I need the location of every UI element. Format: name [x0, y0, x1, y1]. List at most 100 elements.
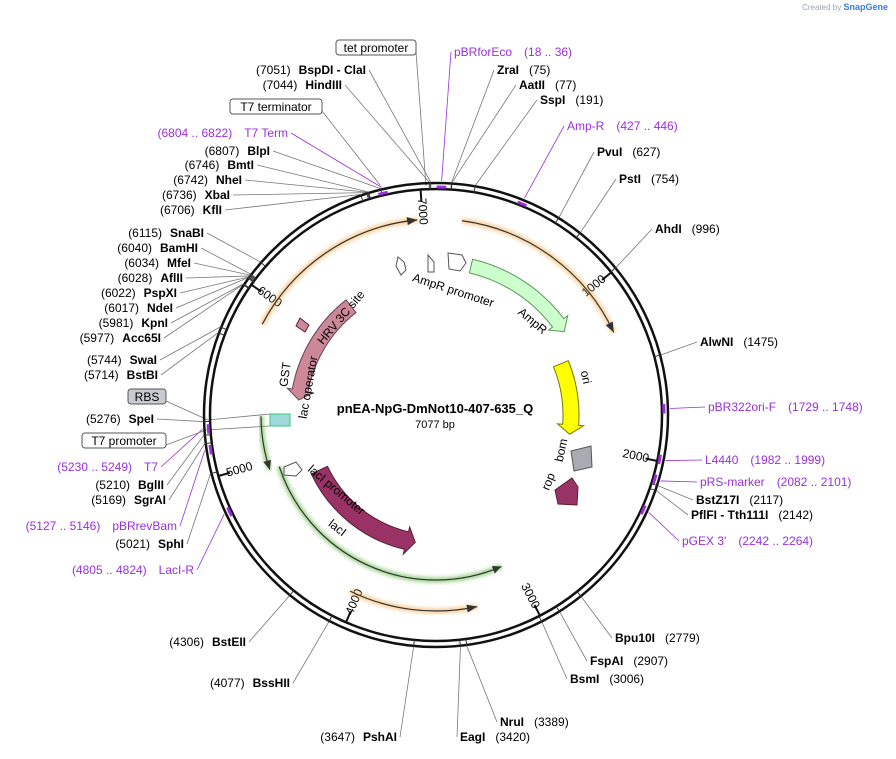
enzyme-position: (1475)	[743, 335, 778, 349]
enzyme-position: (5714)	[84, 368, 119, 382]
enzyme-position: (4077)	[210, 676, 245, 690]
tick-mark	[601, 271, 612, 281]
enzyme-position: (3420)	[495, 730, 530, 744]
enzyme-position: (7044)	[263, 78, 298, 92]
enzyme-position: (75)	[529, 63, 550, 77]
enzyme-label: AatII(77)	[519, 78, 576, 92]
lac-operator-box	[269, 413, 291, 427]
orf-arrow	[276, 465, 503, 583]
primer-mark	[206, 424, 211, 434]
primer-label: (4805 .. 4824) LacI-R	[72, 563, 194, 577]
primer-range: (4805 .. 4824)	[72, 563, 147, 577]
ampr-promoter-arrow	[447, 252, 467, 272]
enzyme-name: BstEII	[212, 635, 246, 649]
tick-label: 7000	[415, 198, 431, 226]
enzyme-label: (7044) HindIII	[263, 78, 342, 92]
enzyme-position: (77)	[555, 78, 576, 92]
enzyme-name: BmtI	[227, 158, 254, 172]
enzyme-name: NruI	[500, 715, 524, 729]
enzyme-label: PflFI - Tth111I (2142)	[691, 508, 813, 522]
primer-name: pBR322ori-F	[708, 400, 776, 414]
enzyme-label: NruI(3389)	[500, 715, 569, 729]
t7-terminator-label: T7 terminator	[240, 100, 311, 114]
enzyme-label: (6742)NheI	[173, 173, 242, 187]
enzyme-label: (6736)XbaI	[162, 188, 230, 202]
primer-name: pRS-marker	[700, 475, 765, 489]
primer-mark	[208, 444, 213, 455]
tick-mark	[345, 610, 352, 623]
enzyme-name: AflII	[160, 271, 183, 285]
enzyme-label: FspAI(2907)	[590, 654, 668, 668]
enzyme-label: (7051) BspDI - ClaI	[256, 63, 366, 77]
enzyme-label: AhdI(996)	[655, 222, 720, 236]
enzyme-position: (7051)	[256, 63, 291, 77]
enzyme-position: (5744)	[87, 353, 122, 367]
tick-mark	[533, 604, 541, 617]
enzyme-position: (2142)	[778, 508, 813, 522]
primer-name: L4440	[705, 453, 739, 467]
primer-name: pBRrevBam	[112, 519, 177, 533]
enzyme-label: (5169) SgrAI	[91, 493, 166, 507]
enzyme-name: PflFI - Tth111I	[691, 508, 768, 522]
primer-label: (6804 .. 6822)T7 Term	[157, 126, 288, 140]
enzyme-label: (6017)NdeI	[104, 301, 173, 315]
credit-prefix: Created by	[802, 3, 842, 12]
site-marks	[203, 182, 666, 647]
enzyme-label: (6040)BamHI	[117, 241, 198, 255]
enzyme-position: (5977)	[80, 331, 115, 345]
tick-label: 5000	[225, 459, 255, 480]
primer-range: (5127 .. 5146)	[26, 519, 101, 533]
primer-label: Amp-R(427 .. 446)	[567, 119, 678, 133]
enzyme-label: Bpu10I(2779)	[615, 631, 700, 645]
enzyme-name: ZraI	[497, 63, 519, 77]
enzyme-name: HindIII	[305, 78, 342, 92]
orf-arrows	[258, 216, 617, 614]
enzyme-name: SgrAI	[134, 493, 166, 507]
rbs-box: RBS	[127, 388, 167, 405]
enzyme-label: (5276)SpeI	[86, 412, 154, 426]
enzyme-label: (6022)PspXI	[101, 286, 177, 300]
hrv-site	[295, 317, 310, 333]
enzyme-position: (5210)	[95, 478, 130, 492]
t7-promoter-label: T7 promoter	[91, 434, 156, 448]
tick-mark	[645, 457, 658, 462]
enzyme-name: AlwNI	[700, 335, 733, 349]
enzyme-position: (5981)	[99, 316, 134, 330]
enzyme-name: BglII	[138, 478, 164, 492]
t7-promoter-box: T7 promoter	[81, 432, 167, 449]
gst-label: GST	[276, 361, 293, 388]
enzyme-label: BstZ17I(2117)	[696, 493, 783, 507]
snapgene-logo: SnapGene	[843, 2, 888, 12]
enzyme-label: (5977) Acc65I	[80, 331, 161, 345]
primer-label: pRS-marker(2082 .. 2101)	[700, 475, 851, 489]
enzyme-name: Acc65I	[122, 331, 161, 345]
laci-arrow	[310, 465, 416, 556]
enzyme-name: SpeI	[129, 412, 154, 426]
enzyme-position: (6742)	[173, 173, 208, 187]
enzyme-position: (996)	[692, 222, 720, 236]
ampr-arrow	[468, 258, 569, 333]
t7-terminator-box: T7 terminator	[229, 98, 323, 115]
primer-name: pGEX 3'	[682, 534, 726, 548]
enzyme-position: (5169)	[91, 493, 126, 507]
leader-lines	[156, 51, 706, 738]
primer-label: pGEX 3'(2242 .. 2264)	[682, 534, 813, 548]
promoter-small	[395, 256, 407, 276]
primer-name: pBRforEco	[454, 45, 512, 59]
rop-label: rop	[539, 471, 559, 493]
primer-mark	[651, 474, 658, 485]
enzyme-label: (5744)SwaI	[87, 353, 157, 367]
orf-arrow	[258, 416, 273, 471]
tick-mark	[419, 189, 423, 202]
enzyme-name: BstBI	[127, 368, 158, 382]
enzyme-name: PshAI	[363, 730, 397, 744]
enzyme-label: (4306)BstEII	[169, 635, 246, 649]
enzyme-position: (3647)	[320, 730, 355, 744]
enzyme-name: BssHII	[253, 676, 290, 690]
primer-name: LacI-R	[159, 563, 195, 577]
enzyme-name: BspDI - ClaI	[299, 63, 366, 77]
enzyme-position: (627)	[632, 145, 660, 159]
enzyme-name: SnaBI	[170, 226, 204, 240]
enzyme-name: NdeI	[147, 301, 173, 315]
orf-arrow	[461, 217, 617, 334]
